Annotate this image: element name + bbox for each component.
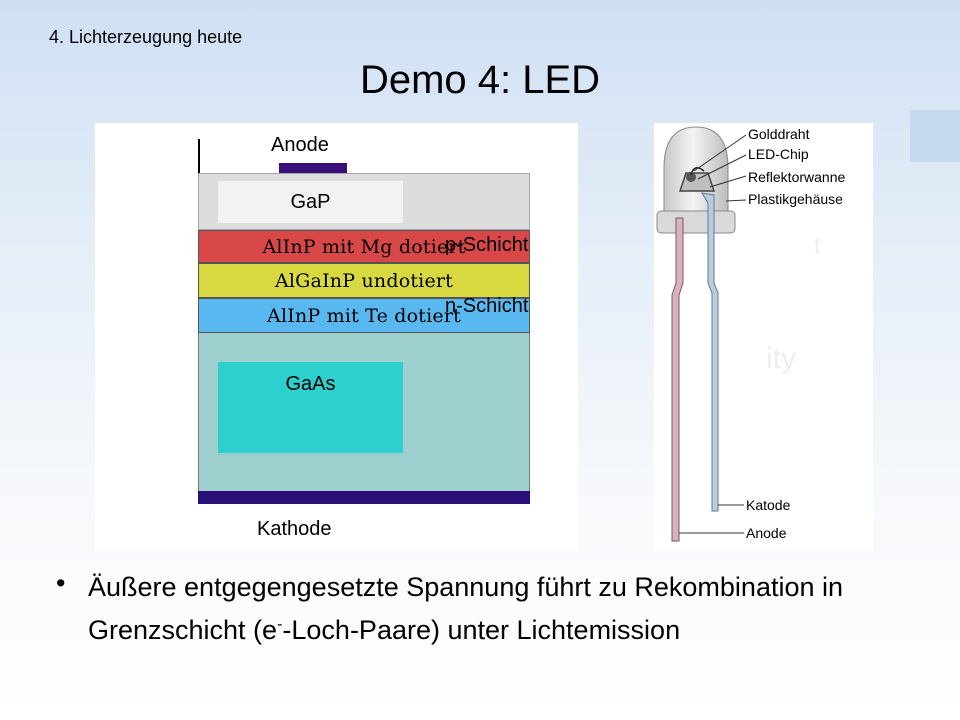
bullet-marker: • xyxy=(56,568,66,598)
reflector-cup xyxy=(678,172,716,192)
bullet-text-rest: -Loch-Paare) unter Lichtemission xyxy=(282,615,681,645)
p-layer: AlInP mit Mg dotiert xyxy=(198,230,530,263)
cathode-contact xyxy=(198,491,530,504)
cathode-label: Kathode xyxy=(257,518,332,540)
section-label: 4. Lichterzeugung heute xyxy=(49,27,243,47)
gaas-inner xyxy=(218,362,403,453)
callout-golddraht: Golddraht xyxy=(748,126,810,142)
svg-text:ity: ity xyxy=(766,342,796,375)
led-layer-diagram: Anode GaP AlInP mit Mg dotiert AlGaInP u… xyxy=(95,123,578,549)
gaas-label: GaAs xyxy=(285,373,336,395)
anode-wire xyxy=(198,139,200,173)
callout-led-chip: LED-Chip xyxy=(748,146,809,162)
led-illustration: t ity xyxy=(656,126,820,542)
bullet-text: Äußere entgegengesetzte Spannung führt z… xyxy=(88,568,908,649)
n-layer: AlInP mit Te dotiert xyxy=(198,298,530,333)
led-component-drawing: t ity Golddraht LED-Chip Reflektorwanne … xyxy=(654,123,873,549)
callout-anode: Anode xyxy=(746,525,787,541)
gap-inner xyxy=(218,181,403,223)
cathode-lead xyxy=(701,192,719,512)
callout-katode: Katode xyxy=(746,497,791,513)
gap-label: GaP xyxy=(290,191,331,213)
gold-wire xyxy=(690,167,705,176)
led-chip xyxy=(686,172,696,182)
callout-reflektorwanne: Reflektorwanne xyxy=(748,169,846,185)
bullet-text-main: Äußere entgegengesetzte Spannung führt z… xyxy=(88,572,844,645)
anode-label: Anode xyxy=(271,134,329,156)
slide-title: Demo 4: LED xyxy=(359,58,601,102)
corner-decoration xyxy=(910,110,960,162)
bullet-superscript: - xyxy=(277,616,283,633)
svg-text:t: t xyxy=(814,233,820,258)
p-layer-label: p-Schicht xyxy=(445,234,529,256)
n-layer-label: n-Schicht xyxy=(445,295,529,317)
anode-contact xyxy=(279,163,347,173)
active-layer: AlGaInP undotiert xyxy=(198,263,530,298)
callout-plastikgehaeuse: Plastikgehäuse xyxy=(748,191,843,207)
led-rim xyxy=(656,210,736,234)
anode-lead xyxy=(671,217,684,542)
